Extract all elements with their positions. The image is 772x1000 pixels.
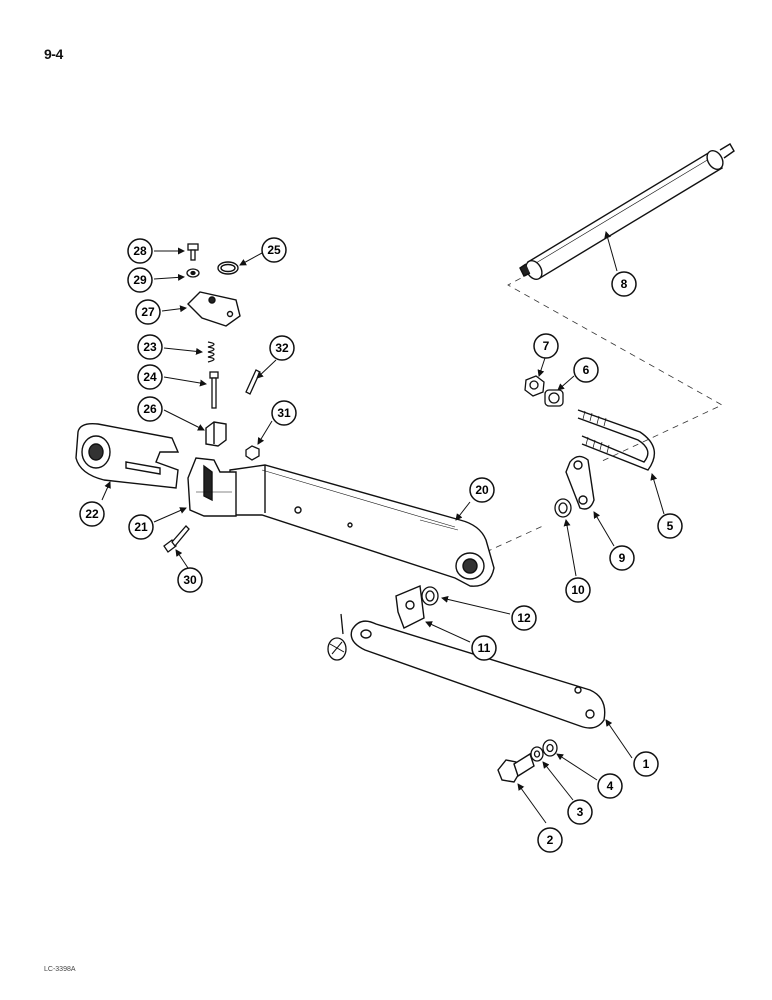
svg-text:9: 9 (619, 551, 626, 565)
callout-25: 25 (261, 237, 287, 263)
callout-27: 27 (135, 299, 161, 325)
part-pin-24 (209, 371, 219, 409)
svg-text:32: 32 (275, 341, 289, 355)
part-bolt-30 (163, 525, 190, 553)
svg-text:24: 24 (143, 370, 157, 384)
svg-text:2: 2 (547, 833, 554, 847)
callout-2: 2 (537, 827, 563, 853)
svg-text:21: 21 (134, 520, 148, 534)
callout-28: 28 (127, 238, 153, 264)
part-u-bolt (577, 409, 656, 471)
callout-32: 32 (269, 335, 295, 361)
callout-1: 1 (633, 751, 659, 777)
callout-26: 26 (137, 396, 163, 422)
part-grease-fitting (327, 613, 347, 661)
callout-3: 3 (567, 799, 593, 825)
callout-6: 6 (573, 357, 599, 383)
callout-10: 10 (565, 577, 591, 603)
callout-22: 22 (79, 501, 105, 527)
svg-text:8: 8 (621, 277, 628, 291)
assembly-guide-lines (485, 267, 723, 553)
callout-9: 9 (609, 545, 635, 571)
part-link-plate (565, 455, 595, 510)
part-lower-link-arm (229, 464, 495, 587)
part-bolt-2 (497, 752, 535, 783)
svg-text:4: 4 (607, 779, 614, 793)
callout-7: 7 (533, 333, 559, 359)
callout-12: 12 (511, 605, 537, 631)
callout-24: 24 (137, 364, 163, 390)
part-nut-31 (245, 445, 260, 461)
part-bushing-6 (544, 389, 564, 407)
part-washer-29 (186, 268, 200, 278)
callout-11: 11 (471, 635, 497, 661)
svg-text:23: 23 (143, 340, 157, 354)
part-hook-end (187, 457, 237, 517)
svg-text:3: 3 (577, 805, 584, 819)
svg-text:1: 1 (643, 757, 650, 771)
svg-text:29: 29 (133, 273, 147, 287)
part-bolt-28 (187, 243, 199, 261)
svg-text:25: 25 (267, 243, 281, 257)
callout-30: 30 (177, 567, 203, 593)
callout-5: 5 (657, 513, 683, 539)
part-washer-4 (542, 739, 558, 757)
svg-text:22: 22 (85, 507, 99, 521)
svg-text:31: 31 (277, 406, 291, 420)
page-number: 9-4 (44, 46, 63, 62)
callout-4: 4 (597, 773, 623, 799)
part-roll-pin-32 (245, 369, 261, 395)
part-spring-23 (207, 341, 215, 363)
drawing-code: LC-3398A (44, 966, 76, 973)
part-callouts: 28 29 25 27 23 32 24 26 31 22 21 30 20 8… (79, 237, 683, 853)
svg-text:28: 28 (133, 244, 147, 258)
svg-text:30: 30 (183, 573, 197, 587)
callout-29: 29 (127, 267, 153, 293)
part-o-ring-25 (217, 261, 239, 275)
part-cover-27 (187, 291, 241, 327)
part-stabilizer-bar (350, 620, 606, 729)
svg-text:11: 11 (478, 641, 491, 655)
part-nut-7 (524, 375, 545, 397)
svg-text:26: 26 (143, 402, 157, 416)
svg-text:10: 10 (571, 583, 585, 597)
callout-23: 23 (137, 334, 163, 360)
callout-8: 8 (611, 271, 637, 297)
part-plunger-26 (205, 421, 227, 447)
callout-31: 31 (271, 400, 297, 426)
part-latch-block (75, 422, 180, 489)
svg-text:12: 12 (517, 611, 531, 625)
part-bracket-11 (395, 584, 425, 629)
callout-20: 20 (469, 477, 495, 503)
part-washer-10 (554, 498, 572, 518)
part-lock-washer-3 (530, 746, 544, 762)
callout-21: 21 (128, 514, 154, 540)
svg-text:5: 5 (667, 519, 674, 533)
svg-text:20: 20 (475, 483, 489, 497)
svg-text:7: 7 (543, 339, 550, 353)
part-washer-12 (421, 586, 439, 606)
part-lift-rod (519, 143, 735, 280)
svg-text:6: 6 (583, 363, 590, 377)
leader-lines (101, 231, 665, 824)
svg-text:27: 27 (141, 305, 155, 319)
